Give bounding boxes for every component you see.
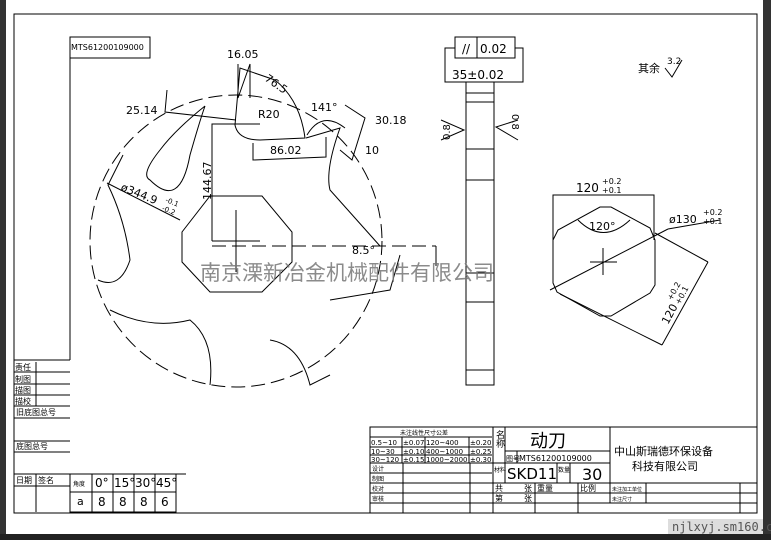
tol-cell: ±0.07 (403, 439, 424, 447)
tolerance-title: 未注线性尺寸公差 (400, 429, 448, 437)
angle-value: 8 (119, 495, 127, 509)
row-label: 描校 (15, 396, 31, 406)
parallelism-value: 0.02 (480, 42, 507, 56)
roughness-right: 0.8 (509, 114, 520, 130)
sign-row: 审核 (372, 495, 384, 503)
dim-86-02: 86.02 (270, 144, 302, 157)
page-label: 第 (495, 493, 503, 503)
tol-cell: ±0.30 (470, 456, 491, 464)
dim-10: 10 (365, 144, 379, 157)
material-label: 材料 (494, 466, 506, 474)
tol-cell: 10~30 (371, 448, 395, 456)
dim-76-5: 76.5 (262, 72, 290, 97)
sign-row: 校对 (372, 485, 384, 493)
name-label: 名称 (494, 429, 505, 449)
angle-value: 8 (140, 495, 148, 509)
material: SKD11 (507, 465, 557, 483)
dim-25-14: 25.14 (126, 104, 158, 117)
sheet-info: 共 张 重量 比例 第 张 (495, 483, 596, 503)
tol-cell: 1000~2000 (426, 456, 468, 464)
angle-table (69, 473, 177, 513)
note-2: 未注尺寸 (612, 496, 632, 503)
dim-diameter: ø344.9 -0.1 -0.2 (119, 181, 180, 217)
weight-label: 重量 (537, 483, 553, 493)
hole-diameter-tol-lower: +0.1 (703, 217, 722, 226)
center-hole (181, 195, 293, 293)
drawing-tag: MTS61200109000 (71, 43, 144, 52)
date-label: 日期 (16, 476, 32, 485)
sign-row: 制图 (372, 475, 384, 483)
tol-cell: 400~1000 (426, 448, 463, 456)
right-border (763, 0, 771, 540)
roughness-left: 0.8 (442, 124, 453, 140)
sheet-label: 张 (524, 484, 532, 493)
row-label: 旧底图总号 (16, 407, 56, 417)
tol-cell: 120~400 (426, 439, 459, 447)
dim-144-67: 144.67 (201, 162, 214, 201)
angle-header: 角度 (73, 480, 85, 488)
sign-rows: 设计 制图 校对 审核 (372, 465, 384, 503)
dim-141deg: 141° (311, 101, 338, 114)
angle-value: 8 (98, 495, 106, 509)
hole-diag-main: 120 (659, 302, 680, 327)
tol-cell: ±0.10 (403, 448, 424, 456)
hole-view (549, 194, 721, 346)
dim-diameter-main: ø344.9 (119, 181, 159, 207)
drawing-tag-box (69, 36, 151, 59)
part-name: 动刀 (530, 431, 566, 452)
watermark-center: 南京溧新冶金机械配件有限公司 (200, 261, 494, 285)
outer-circle (89, 94, 383, 388)
tol-cell: ±0.15 (403, 456, 424, 464)
tol-cell: 30~120 (371, 456, 399, 464)
dim-8-5deg: 8.5° (352, 244, 375, 257)
tol-cell: 0.5~10 (371, 439, 397, 447)
parallelism-symbol: // (462, 42, 471, 56)
hole-diameter: ø130 (669, 213, 697, 226)
tol-cell: ±0.20 (470, 439, 491, 447)
angle-cell: 15° (114, 476, 135, 490)
dim-16-05: 16.05 (227, 48, 259, 61)
drawing-no: MTS61200109000 (519, 454, 592, 463)
hole-width-tol-lower: +0.1 (602, 186, 621, 195)
hole-width: 120 (576, 181, 599, 195)
hole-width-tol-upper: +0.2 (602, 177, 621, 186)
thickness-dim: 35±0.02 (452, 68, 504, 82)
qty-label: 数量 (558, 466, 570, 474)
company-name: 中山斯瑞德环保设备 (614, 444, 713, 458)
left-border (0, 0, 6, 540)
watermark-bg (668, 519, 763, 534)
roughness-symbol-icon (664, 59, 683, 78)
angle-cell: 0° (95, 476, 109, 490)
sheet-label-2: 张 (524, 494, 532, 503)
row-label: 底图总号 (16, 441, 48, 451)
watermark-footer: njlxyj.sm160.com (672, 520, 771, 534)
total-label: 共 (495, 484, 503, 493)
blade-front-view (89, 63, 437, 388)
angle-cell: 30° (135, 476, 156, 490)
tolerance-table: 0.5~10 ±0.07 120~400 ±0.20 10~30 ±0.10 4… (371, 439, 491, 464)
angle-value: 6 (161, 495, 169, 509)
side-view (440, 36, 524, 386)
row-label: 责任 (15, 362, 31, 372)
quantity: 30 (582, 465, 602, 484)
angle-cell: 45° (156, 476, 177, 490)
sign-label: 签名 (38, 475, 54, 485)
dim-r20: R20 (258, 108, 280, 121)
scale-label: 比例 (580, 483, 596, 493)
dim-30-18: 30.18 (375, 114, 407, 127)
company-name-2: 科技有限公司 (632, 459, 698, 473)
hole-diameter-tol-upper: +0.2 (703, 208, 722, 217)
surface-note-label: 其余 (638, 61, 660, 75)
hole-angle: 120° (589, 220, 616, 233)
note-1: 未注加工单位 (612, 486, 642, 493)
angle-row-label: a (77, 495, 84, 508)
row-label: 描图 (15, 385, 31, 395)
sign-row: 设计 (372, 465, 384, 473)
title-block-grid (369, 426, 758, 514)
tol-cell: ±0.25 (470, 448, 491, 456)
row-label: 制图 (15, 374, 31, 384)
drawing-no-label: 图号 (506, 455, 520, 463)
bottom-border (0, 534, 771, 540)
surface-note-value: 3.2 (667, 57, 681, 67)
